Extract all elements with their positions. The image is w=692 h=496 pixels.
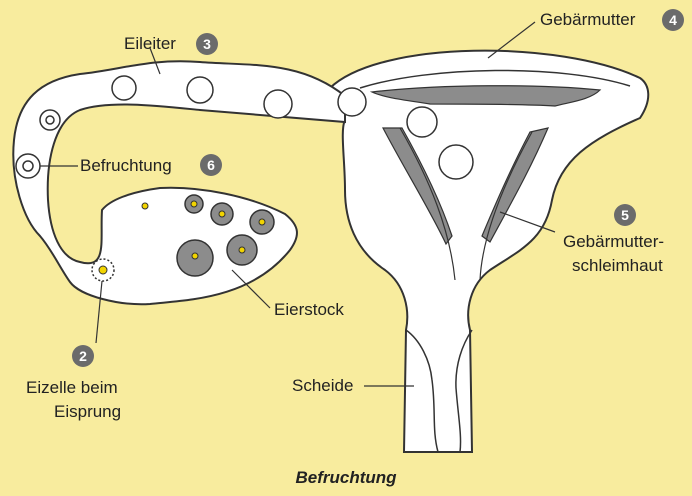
label-scheide: Scheide bbox=[292, 376, 353, 396]
badge-eileiter: 3 bbox=[196, 33, 218, 55]
diagram-caption: Befruchtung bbox=[0, 468, 692, 488]
label-schleimhaut-1: Gebärmutter- bbox=[563, 232, 664, 252]
label-eierstock: Eierstock bbox=[274, 300, 344, 320]
label-gebaermutter: Gebärmutter bbox=[540, 10, 635, 30]
label-eizelle-1: Eizelle beim bbox=[26, 378, 118, 398]
blastocyst bbox=[407, 107, 437, 137]
implanting-blastocyst bbox=[439, 145, 473, 179]
zygote-2cell bbox=[112, 76, 136, 100]
yolk bbox=[239, 247, 245, 253]
yolk bbox=[99, 266, 107, 274]
egg-nucleus bbox=[46, 116, 54, 124]
yolk bbox=[219, 211, 225, 217]
zygote-4cell bbox=[187, 77, 213, 103]
label-eizelle-2: Eisprung bbox=[54, 402, 121, 422]
yolk bbox=[142, 203, 148, 209]
yolk bbox=[192, 253, 198, 259]
morula-large bbox=[338, 88, 366, 116]
label-befruchtung: Befruchtung bbox=[80, 156, 172, 176]
egg-nucleus bbox=[23, 161, 33, 171]
label-eileiter: Eileiter bbox=[124, 34, 176, 54]
yolk bbox=[259, 219, 265, 225]
morula bbox=[264, 90, 292, 118]
label-schleimhaut-2: schleimhaut bbox=[572, 256, 663, 276]
badge-gebaermutter: 4 bbox=[662, 9, 684, 31]
badge-befruchtung: 6 bbox=[200, 154, 222, 176]
badge-schleimhaut: 5 bbox=[614, 204, 636, 226]
yolk bbox=[191, 201, 197, 207]
badge-eizelle: 2 bbox=[72, 345, 94, 367]
